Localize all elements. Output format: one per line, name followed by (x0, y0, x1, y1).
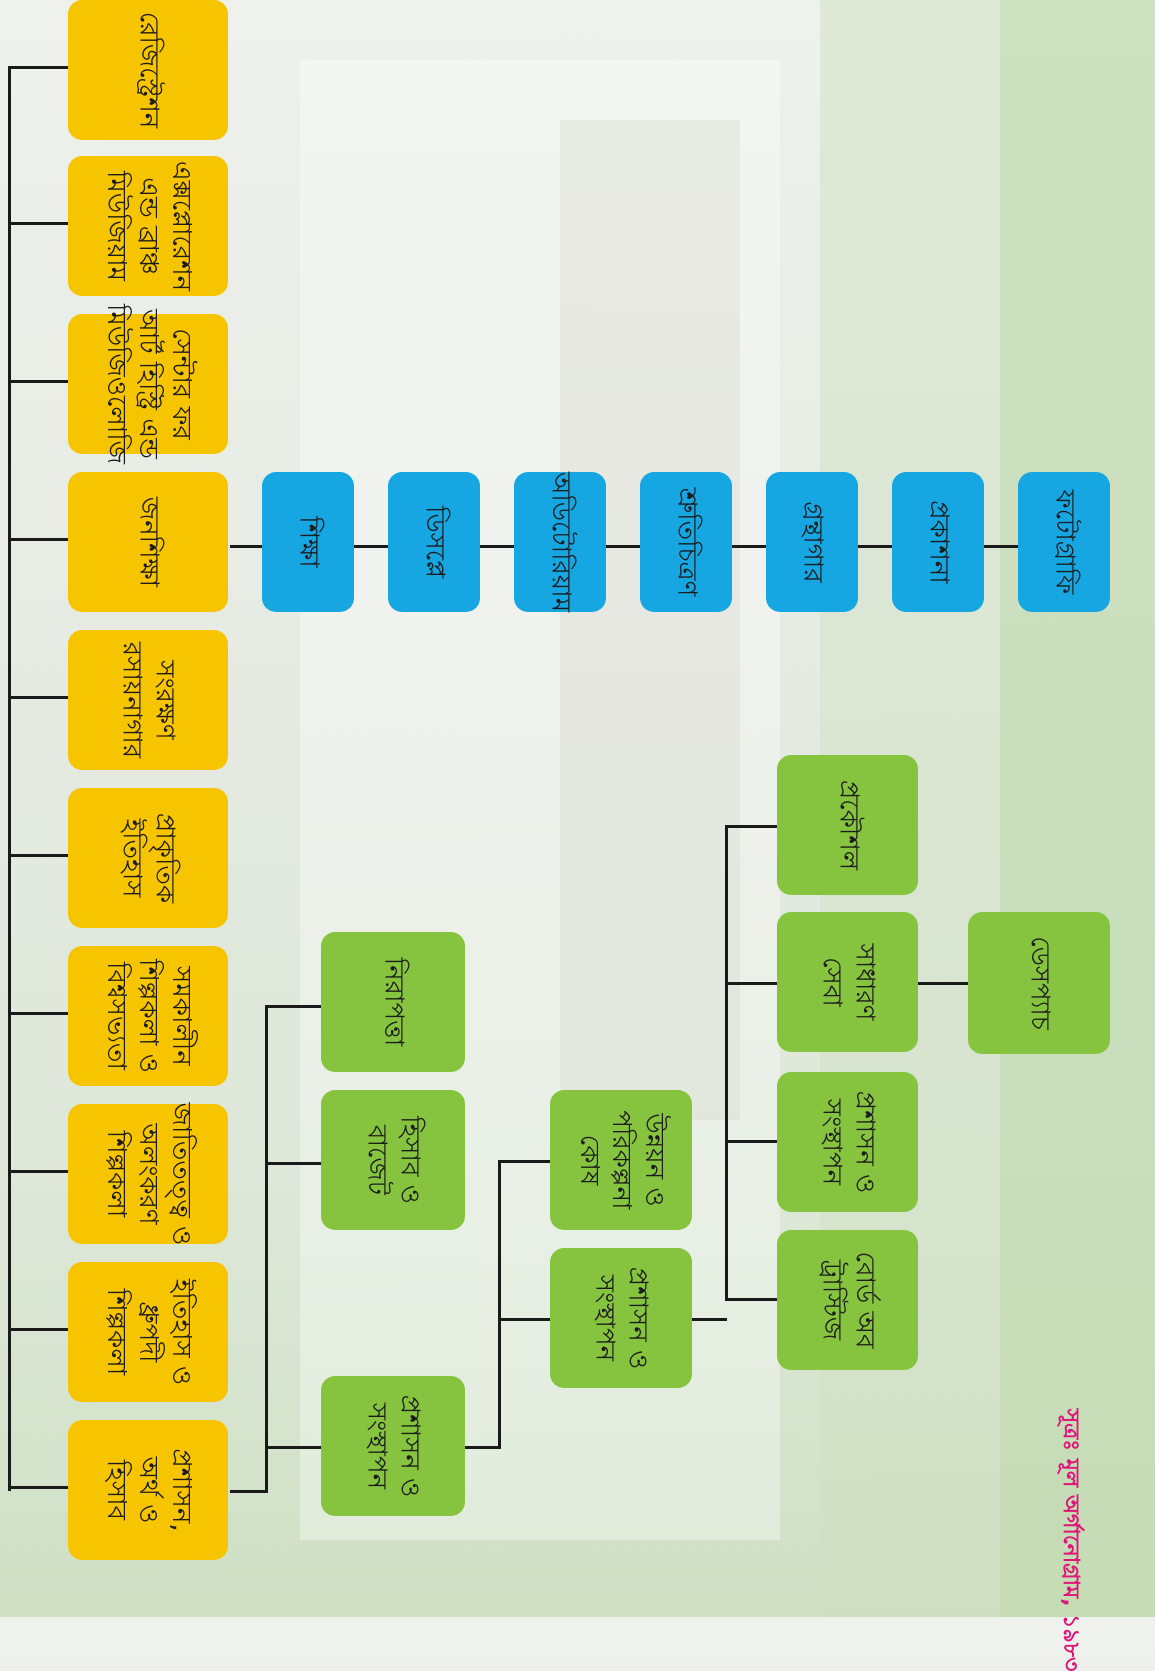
department-box-label: সেন্টার ফর আর্ট হিস্ট্রি এন্ড মিউজিওলোজি (100, 303, 196, 465)
admin-connector-h2 (265, 1005, 321, 1008)
admin-sub2-box-label: সাধারণ সেবা (816, 943, 880, 1021)
sub-connector-h3 (498, 1318, 550, 1321)
department-connector (8, 1012, 68, 1015)
public-education-box-label: ফটোগ্রাফি (1049, 489, 1080, 595)
department-connector (8, 1486, 68, 1489)
department-box-label: জাতিতত্ত্ব ও অলংকরণ শিল্পকলা (100, 1102, 196, 1246)
department-box-label: এক্সপ্লোরেশন এন্ড ব্রাঞ্চ মিউজিয়াম (100, 160, 196, 292)
department-connector (8, 538, 68, 541)
public-education-box-label: ডিসপ্লে (419, 506, 450, 578)
sub2-connector-v (725, 825, 728, 1301)
department-box: এক্সপ্লোরেশন এন্ড ব্রাঞ্চ মিউজিয়াম (68, 156, 228, 296)
despatch-label: ডেসপ্যাচ (1024, 936, 1055, 1030)
department-box: সেন্টার ফর আর্ট হিস্ট্রি এন্ড মিউজিওলোজি (68, 304, 228, 464)
public-education-box: ফটোগ্রাফি (1018, 472, 1110, 612)
admin-connector-h3 (265, 1162, 321, 1165)
department-connector (8, 854, 68, 857)
sub2-connector-h (692, 1318, 727, 1321)
sub-connector-h2 (498, 1160, 550, 1163)
source-note: সূত্রঃ মূল অর্গানোগ্রাম, ১৯৮৩ (1050, 1409, 1090, 1671)
public-education-box: প্রকাশনা (892, 472, 984, 612)
department-box-label: রেজিস্ট্রেশন (133, 11, 164, 129)
admin-sub-box: প্রশাসন ও সংস্থাপন (550, 1248, 692, 1388)
admin-sub-box: উন্নয়ন ও পরিকল্পনা কোষ (550, 1090, 692, 1230)
public-education-box: গ্রন্থাগার (766, 472, 858, 612)
despatch-connector (918, 982, 968, 985)
admin-sub2-box: প্রশাসন ও সংস্থাপন (777, 1072, 918, 1212)
department-box: সমকালীন শিল্পকলা ও বিশ্বসভ্যতা (68, 946, 228, 1086)
admin-connector-h (230, 1490, 268, 1493)
public-education-box: শিক্ষা (262, 472, 354, 612)
top-connector (8, 66, 11, 1491)
sub-connector-h (465, 1446, 500, 1449)
admin-sub2-box: প্রকৌশল (777, 755, 918, 895)
public-education-connector (230, 545, 1030, 548)
department-box: রেজিস্ট্রেশন (68, 0, 228, 140)
sub2-connector-d (725, 1298, 777, 1301)
admin-sub2-box: সাধারণ সেবা (777, 912, 918, 1052)
admin-section-box-label: হিসাব ও বাজেট (362, 1116, 425, 1204)
department-box-label: ইতিহাস ও ধ্রুপদী শিল্পকলা (100, 1278, 196, 1386)
public-education-box-label: গ্রন্থাগার (797, 501, 828, 583)
public-education-box: শ্রুতিচিত্রণ (640, 472, 732, 612)
admin-sub2-box: বোর্ড অব ট্রাস্টিজ (777, 1230, 918, 1370)
department-box-label: প্রশাসন, অর্থ ও হিসাব (100, 1448, 196, 1532)
admin-connector-h4 (265, 1446, 321, 1449)
department-box-label: প্রাকৃতিক ইতিহাস (117, 812, 180, 904)
public-education-box-label: প্রকাশনা (923, 500, 954, 584)
department-connector (8, 1328, 68, 1331)
admin-section-box: হিসাব ও বাজেট (321, 1090, 465, 1230)
museum-background (560, 0, 1155, 1617)
despatch-box: ডেসপ্যাচ (968, 912, 1110, 1054)
department-box: প্রাকৃতিক ইতিহাস (68, 788, 228, 928)
department-box: জাতিতত্ত্ব ও অলংকরণ শিল্পকলা (68, 1102, 228, 1246)
department-connector (8, 380, 68, 383)
public-education-box-label: শ্রুতিচিত্রণ (671, 487, 702, 597)
admin-connector-v (265, 1005, 268, 1493)
department-box-label: জনশিক্ষা (133, 496, 164, 588)
source-text: সূত্রঃ মূল অর্গানোগ্রাম, ১৯৮৩ (1057, 1408, 1083, 1671)
admin-section-box-label: নিরাপত্তা (378, 957, 409, 1047)
sub2-connector-a (725, 825, 777, 828)
admin-section-box: নিরাপত্তা (321, 932, 465, 1072)
department-box-label: সমকালীন শিল্পকলা ও বিশ্বসভ্যতা (100, 959, 196, 1073)
public-education-box-label: অডিটোরিয়াম (545, 471, 576, 613)
sub2-connector-b (725, 982, 777, 985)
department-box: জনশিক্ষা (68, 472, 228, 612)
admin-sub-box-label: উন্নয়ন ও পরিকল্পনা কোষ (573, 1110, 669, 1210)
admin-sub-box-label: প্রশাসন ও সংস্থাপন (590, 1266, 653, 1370)
admin-sub2-box-label: প্রশাসন ও সংস্থাপন (816, 1090, 880, 1194)
public-education-box: ডিসপ্লে (388, 472, 480, 612)
public-education-box-label: শিক্ষা (293, 516, 324, 568)
department-connector (8, 66, 68, 69)
department-box: ইতিহাস ও ধ্রুপদী শিল্পকলা (68, 1262, 228, 1402)
sub2-connector-c (725, 1140, 777, 1143)
department-box: প্রশাসন, অর্থ ও হিসাব (68, 1420, 228, 1560)
department-connector (8, 696, 68, 699)
admin-section-box-label: প্রশাসন ও সংস্থাপন (362, 1394, 425, 1498)
department-connector (8, 1170, 68, 1173)
admin-sub2-box-label: প্রকৌশল (832, 779, 863, 871)
department-box: সংরক্ষণ রসায়নাগার (68, 630, 228, 770)
department-connector (8, 222, 68, 225)
department-box-label: সংরক্ষণ রসায়নাগার (117, 641, 180, 759)
public-education-box: অডিটোরিয়াম (514, 472, 606, 612)
admin-sub2-box-label: বোর্ড অব ট্রাস্টিজ (816, 1251, 880, 1349)
sub-connector-v (498, 1160, 501, 1449)
admin-section-box: প্রশাসন ও সংস্থাপন (321, 1376, 465, 1516)
